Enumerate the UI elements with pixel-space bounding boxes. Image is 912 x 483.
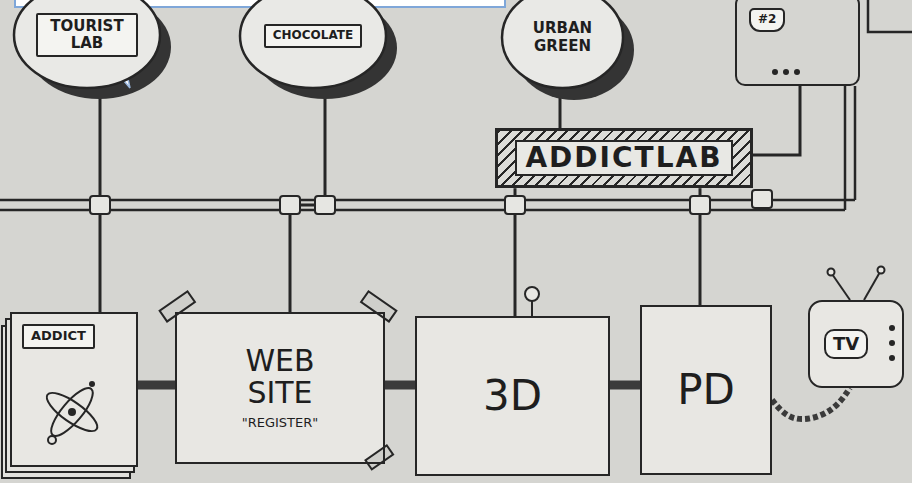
- line-connector: [753, 86, 800, 155]
- bus-line: [0, 209, 845, 212]
- node-label: "REGISTER": [242, 416, 319, 431]
- node-label: PD: [677, 366, 735, 414]
- atom-electron: [89, 381, 95, 387]
- paper-sheet: [415, 316, 610, 476]
- tape-strip: [361, 291, 396, 321]
- junction-box: [280, 196, 300, 214]
- junction-box: [752, 190, 772, 208]
- node-label: URBAN GREEN: [527, 20, 599, 55]
- atom-core: [68, 408, 76, 416]
- junction-box: [90, 196, 110, 214]
- bus-line: [0, 199, 855, 202]
- tape-strip: [160, 291, 195, 321]
- paper-sheet: [175, 312, 385, 464]
- paper-sheet: [640, 305, 772, 475]
- device-dot: [794, 69, 800, 75]
- bus-line: [844, 86, 847, 210]
- idea-bubble: TOURIST LAB: [12, 0, 162, 90]
- hub-band: ADDICTLAB: [495, 128, 753, 188]
- tv-antenna-tip: [878, 267, 885, 274]
- idea-bubble: URBAN GREEN: [500, 0, 625, 90]
- project-sheet: PD: [640, 305, 772, 475]
- project-sheet: ADDICT: [10, 312, 138, 467]
- tv-knob: [889, 340, 895, 346]
- junction-box: [505, 196, 525, 214]
- node-label: CHOCOLATE: [264, 24, 362, 48]
- bubble-outline: [502, 0, 623, 88]
- pipe-connector: [610, 381, 640, 390]
- idea-bubble: CHOCOLATE: [238, 0, 388, 90]
- tv-knob: [889, 355, 895, 361]
- tv-antenna-tip: [828, 269, 835, 276]
- tv-knob: [889, 325, 895, 331]
- project-sheet: WEB SITE "REGISTER": [175, 312, 385, 464]
- node-label: ADDICT: [22, 324, 95, 349]
- tv-antenna: [832, 274, 850, 300]
- node-label: 3D: [483, 372, 542, 420]
- tape-strip: [365, 445, 393, 469]
- cable-connector: [772, 388, 850, 419]
- side-panel: [868, 0, 912, 32]
- atom-electron: [48, 436, 56, 444]
- bubble-outline: [240, 0, 386, 88]
- device-dot: [772, 69, 778, 75]
- tv-set: TV: [808, 300, 904, 388]
- device-box: #2: [735, 0, 860, 86]
- project-sheet: 3D: [415, 316, 610, 476]
- junction-box: [315, 196, 335, 214]
- tv-antenna: [864, 272, 880, 300]
- node-label: ADDICTLAB: [515, 140, 732, 176]
- pipe-connector: [385, 381, 415, 390]
- node-label: WEB SITE: [224, 345, 336, 408]
- pipe-connector: [138, 381, 175, 390]
- bus-line: [854, 86, 857, 200]
- paper-sheet: [10, 312, 138, 467]
- tv-body: [808, 300, 904, 388]
- junction-box: [690, 196, 710, 214]
- node-label: TV: [824, 329, 868, 360]
- bubble-outline: [14, 0, 160, 88]
- atom-orbit: [45, 383, 99, 442]
- node-label: #2: [749, 8, 785, 32]
- node-label: TOURIST LAB: [36, 13, 138, 58]
- pin-head: [525, 287, 539, 301]
- device-dot: [783, 69, 789, 75]
